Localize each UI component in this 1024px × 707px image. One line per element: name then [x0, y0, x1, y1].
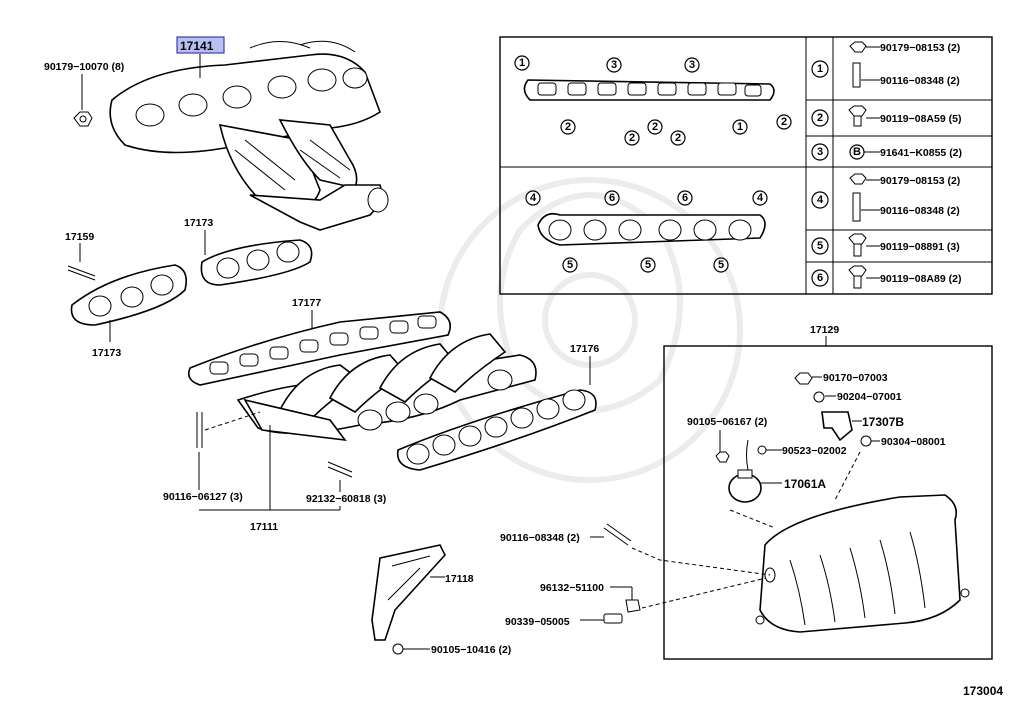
label-17173-upper[interactable]: 17173	[184, 217, 213, 229]
gasket-17173-upper	[200, 239, 313, 286]
lower-markers-row1: 4 6 6 4	[525, 190, 768, 206]
label-17061A[interactable]: 17061A	[784, 477, 826, 491]
label-17159[interactable]: 17159	[65, 231, 94, 243]
bracket-17118	[371, 544, 446, 641]
label-90204-07001[interactable]: 90204−07001	[837, 391, 902, 403]
label-90179-10070[interactable]: 90179−10070 (8)	[44, 61, 124, 73]
label-90116-08348[interactable]: 90116−08348 (2)	[500, 532, 580, 544]
label-90304-08001[interactable]: 90304−08001	[881, 436, 946, 448]
svg-text:5: 5	[645, 259, 651, 271]
lower-markers-row2: 5 5 5	[562, 257, 729, 273]
gasket-17173-lower	[70, 264, 188, 326]
legend-row-4[interactable]: 4 90179−08153 (2) 90116−08348 (2)	[811, 173, 960, 222]
gasket-diagram-lower	[537, 212, 766, 246]
svg-text:5: 5	[718, 259, 724, 271]
label-90105-10416[interactable]: 90105−10416 (2)	[431, 644, 511, 656]
bolt-icon-90105-06167	[715, 451, 730, 463]
upper-markers-row1: 1 3 3	[514, 55, 700, 73]
svg-text:2: 2	[629, 132, 635, 144]
clip-icon-96132	[625, 599, 641, 613]
diagram-code: 173004	[963, 684, 1003, 698]
legend-row-6[interactable]: 6 90119−08A89 (2)	[811, 265, 961, 289]
svg-text:3: 3	[817, 146, 823, 158]
svg-text:1: 1	[817, 63, 823, 75]
svg-text:2: 2	[565, 121, 571, 133]
svg-text:5: 5	[567, 259, 573, 271]
svg-text:4: 4	[817, 194, 824, 206]
svg-text:90119−08891 (3): 90119−08891 (3)	[880, 241, 960, 253]
plug-icon-90339	[603, 613, 623, 624]
vsv-17061a	[728, 439, 762, 503]
svg-text:2: 2	[817, 112, 823, 124]
svg-text:90179−08153 (2): 90179−08153 (2)	[880, 175, 960, 187]
label-17129[interactable]: 17129	[810, 324, 839, 336]
legend-row-5[interactable]: 5 90119−08891 (3)	[811, 233, 960, 257]
label-17118[interactable]: 17118	[445, 573, 474, 585]
svg-text:6: 6	[817, 272, 823, 284]
label-17176[interactable]: 17176	[570, 343, 599, 355]
svg-text:2: 2	[781, 116, 787, 128]
nut-icon-90170	[794, 372, 813, 385]
svg-text:91641−K0855 (2): 91641−K0855 (2)	[880, 147, 962, 159]
label-17307B[interactable]: 17307B	[862, 415, 904, 429]
svg-text:B: B	[853, 146, 861, 158]
svg-text:4: 4	[530, 192, 537, 204]
label-90339-05005[interactable]: 90339−05005	[505, 616, 570, 628]
svg-text:90119−08A59 (5): 90119−08A59 (5)	[880, 113, 961, 125]
svg-text:3: 3	[611, 59, 617, 71]
label-17111[interactable]: 17111	[250, 521, 278, 533]
washer-icon-90304	[860, 435, 872, 447]
svg-text:1: 1	[737, 121, 743, 133]
gasket-diagram-upper	[523, 79, 775, 101]
bolt-icon-90105-10416	[392, 643, 418, 655]
svg-text:3: 3	[689, 59, 695, 71]
svg-text:4: 4	[757, 192, 764, 204]
svg-text:6: 6	[682, 192, 688, 204]
legend-row-2[interactable]: 2 90119−08A59 (5)	[811, 105, 961, 127]
svg-text:90116−08348 (2): 90116−08348 (2)	[880, 75, 960, 87]
assembly-box-17129	[663, 345, 993, 660]
label-90170-07003[interactable]: 90170−07003	[823, 372, 888, 384]
highlight-box-17141	[176, 36, 225, 54]
stud-icon-90116-06127	[196, 412, 203, 448]
label-17177[interactable]: 17177	[292, 297, 321, 309]
svg-text:90119−08A89 (2): 90119−08A89 (2)	[880, 273, 961, 285]
washer-icon-90204	[813, 391, 825, 403]
upper-markers-row2: 2 2 2 2 1 2	[560, 114, 792, 146]
stud-icon-90116-08348	[603, 523, 632, 546]
label-17141[interactable]: 17141	[180, 39, 214, 53]
svg-text:6: 6	[609, 192, 615, 204]
label-90105-06167[interactable]: 90105−06167 (2)	[687, 416, 767, 428]
legend-row-1[interactable]: 1 90179−08153 (2) 90116−08348 (2)	[811, 41, 960, 88]
svg-text:90116−08348 (2): 90116−08348 (2)	[880, 205, 960, 217]
valve-bracket-17307b	[821, 411, 853, 442]
stud-icon	[67, 265, 96, 281]
gasket-17177	[187, 311, 451, 386]
svg-text:90179−08153 (2): 90179−08153 (2)	[880, 42, 960, 54]
svg-text:1: 1	[519, 57, 525, 69]
label-90523-02002[interactable]: 90523−02002	[782, 445, 847, 457]
intake-plenum-17129	[755, 494, 970, 633]
label-17173-lower[interactable]: 17173	[92, 347, 121, 359]
label-90116-06127[interactable]: 90116−06127 (3)	[163, 491, 243, 503]
svg-text:2: 2	[652, 121, 658, 133]
label-96132-51100[interactable]: 96132−51100	[540, 582, 604, 594]
svg-text:5: 5	[817, 240, 823, 252]
label-92132-60818[interactable]: 92132−60818 (3)	[306, 493, 386, 505]
gasket-17176	[396, 389, 597, 471]
exhaust-manifold	[109, 40, 389, 231]
legend-row-3[interactable]: 3 B 91641−K0855 (2)	[811, 143, 962, 161]
detail-box	[499, 36, 993, 295]
nut-icon	[73, 111, 93, 127]
stud-icon-92132-60818	[327, 461, 353, 478]
bolt-icon-90523	[757, 445, 767, 455]
svg-text:2: 2	[675, 132, 681, 144]
